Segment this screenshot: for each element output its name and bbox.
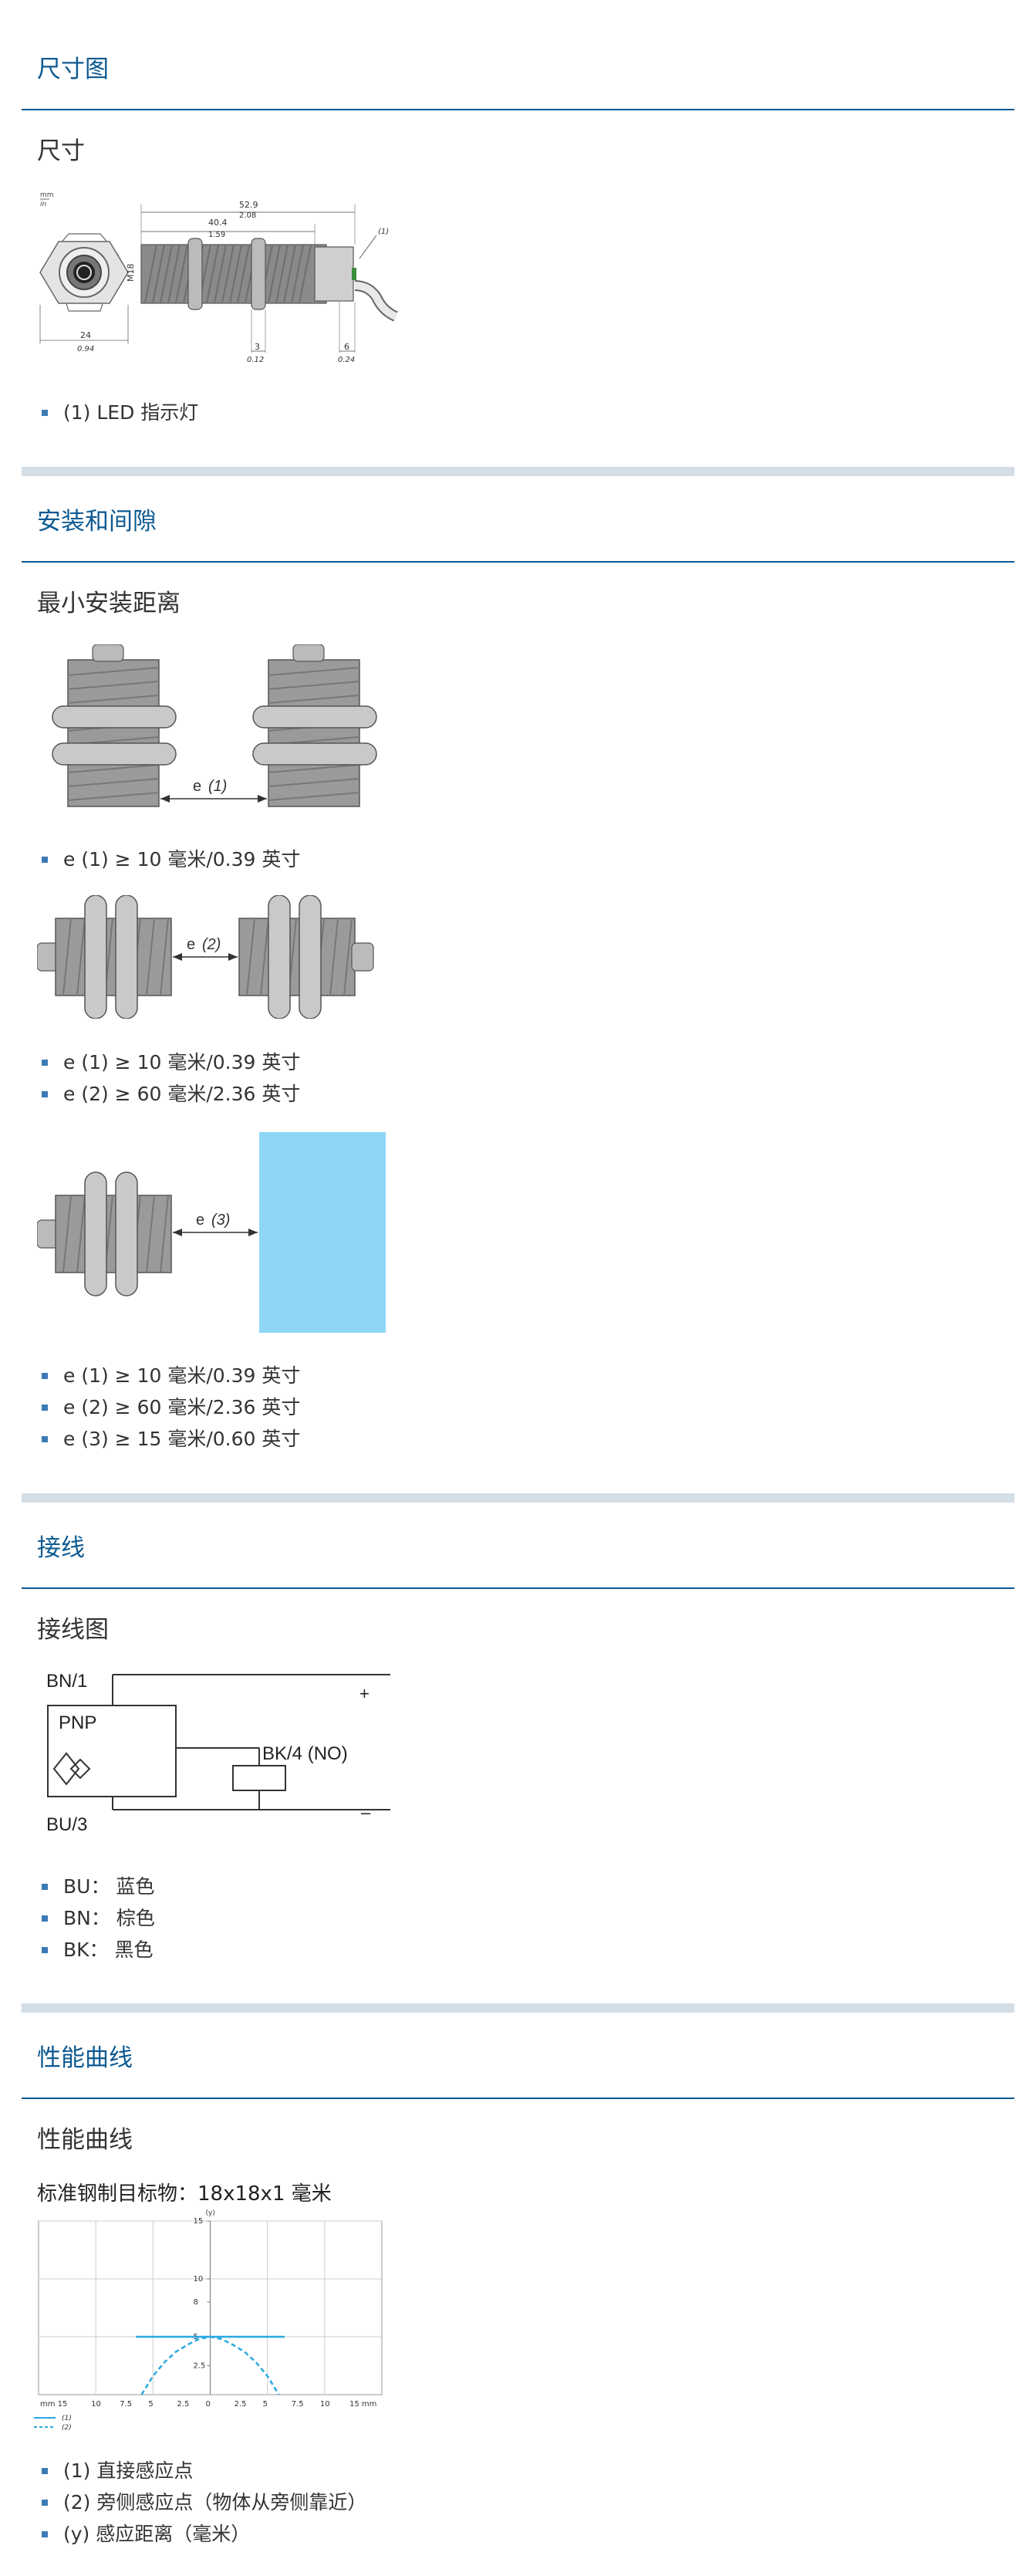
thread-label: M18 — [126, 264, 136, 282]
performance-legend: (1) 直接感应点 (2) 旁侧感应点（物体从旁侧靠近） (y) 感应距离（毫米… — [37, 2455, 366, 2550]
body-dim-mm: 40.4 — [208, 218, 228, 228]
y-tick-label: 10 — [194, 2275, 204, 2284]
x-tick-label: 10 — [320, 2400, 330, 2409]
mounting-notes-3: e (1) ≥ 10 毫米/0.39 英寸 e (2) ≥ 60 毫米/2.36… — [37, 1360, 300, 1455]
section-separator — [22, 467, 1014, 476]
section-rule — [22, 109, 1014, 110]
x-tick-label: 7.5 — [292, 2400, 304, 2409]
sensor-right — [238, 895, 374, 1019]
section-separator — [22, 2003, 1014, 2013]
section-rule — [22, 1587, 1014, 1589]
list-item: e (2) ≥ 60 毫米/2.36 英寸 — [37, 1078, 300, 1110]
y-tick-label: 2.5 — [194, 2362, 206, 2371]
x-tick-label: 5 — [148, 2400, 153, 2409]
x-tick-label: 2.5 — [235, 2400, 247, 2409]
list-item: (2) 旁侧感应点（物体从旁侧靠近） — [37, 2486, 366, 2518]
units-in-label: in — [40, 201, 47, 208]
y-axis-label: (y) — [206, 2209, 215, 2217]
load-box — [232, 1765, 286, 1791]
cap-dim-in: 0.24 — [338, 356, 355, 364]
total-dim-mm: 52.9 — [239, 200, 258, 210]
gap-ref-label: (1) — [208, 778, 227, 795]
legend-label: (1) — [62, 2415, 72, 2422]
sensor-left — [37, 895, 172, 1019]
plus-label: + — [359, 1684, 370, 1703]
gap-e-label: e — [196, 1212, 204, 1229]
total-dim-in: 2.08 — [239, 211, 256, 220]
nut-dim-mm: 3 — [255, 342, 260, 352]
wiring-diagram: BN/1 PNP BK/4 (NO) BU/3 + – — [43, 1667, 390, 1833]
x-tick-label: 2.5 — [177, 2400, 189, 2409]
y-tick-label: 15 — [194, 2217, 204, 2226]
pnp-label: PNP — [59, 1712, 96, 1733]
bn-terminal-label: BN/1 — [46, 1671, 87, 1692]
subtitle-dimensions: 尺寸 — [37, 137, 85, 165]
list-item: e (2) ≥ 60 毫米/2.36 英寸 — [37, 1391, 300, 1423]
list-item: BN： 棕色 — [37, 1902, 155, 1934]
sensor-right — [252, 644, 377, 807]
body-dim-in: 1.59 — [208, 231, 225, 239]
list-item: e (1) ≥ 10 毫米/0.39 英寸 — [37, 843, 300, 875]
x-axis-label-left: mm 15 — [40, 2400, 67, 2409]
gap-ref-label: (2) — [202, 936, 221, 953]
x-tick-label: 0 — [206, 2400, 211, 2409]
x-axis-label-right: 15 mm — [349, 2400, 376, 2409]
subtitle-wiring: 接线图 — [37, 1616, 109, 1644]
y-tick-label: 8 — [194, 2298, 198, 2307]
list-item: (y) 感应距离（毫米） — [37, 2518, 366, 2550]
x-tick-label: 5 — [263, 2400, 268, 2409]
legend-label: (2) — [62, 2424, 72, 2432]
mounting-figure-3: e (3) — [37, 1132, 392, 1333]
list-item: BU： 蓝色 — [37, 1871, 155, 1902]
section-title-mounting: 安装和间隙 — [37, 508, 157, 536]
bk-terminal-label: BK/4 (NO) — [262, 1743, 348, 1764]
hex-dim-in: 0.94 — [77, 345, 94, 353]
section-rule — [22, 561, 1014, 563]
mounting-notes-1: e (1) ≥ 10 毫米/0.39 英寸 — [37, 843, 300, 875]
gap-e-label: e — [187, 936, 195, 953]
series-line-2 — [140, 2335, 280, 2395]
minus-label: – — [361, 1803, 371, 1822]
list-item: (1) LED 指示灯 — [37, 397, 198, 428]
section-rule — [22, 2098, 1014, 2099]
section-separator — [22, 1493, 1014, 1503]
section-title-dimensions: 尺寸图 — [37, 56, 109, 83]
list-item: e (1) ≥ 10 毫米/0.39 英寸 — [37, 1360, 300, 1391]
sensor-left — [52, 644, 177, 807]
x-tick-label: 7.5 — [120, 2400, 132, 2409]
mounting-figure-1: e (1) — [45, 644, 392, 814]
metal-target — [259, 1132, 386, 1333]
dimension-drawing: mm in 24 0.94 M18 — [37, 189, 400, 374]
led-ref-label: (1) — [378, 228, 389, 236]
subtitle-mounting: 最小安装距离 — [37, 590, 181, 617]
chart-caption: 标准钢制目标物：18x18x1 毫米 — [37, 2182, 332, 2206]
list-item: (1) 直接感应点 — [37, 2455, 366, 2486]
sensor — [37, 1171, 172, 1296]
section-title-wiring: 接线 — [37, 1534, 85, 1562]
gap-ref-label: (3) — [211, 1212, 230, 1229]
bu-terminal-label: BU/3 — [46, 1814, 87, 1833]
cap-dim-mm: 6 — [344, 342, 349, 352]
mounting-figure-2: e (2) — [37, 895, 392, 1019]
section-title-performance: 性能曲线 — [37, 2044, 133, 2072]
gap-e-label: e — [193, 778, 201, 795]
nut-dim-in: 0.12 — [247, 356, 264, 364]
subtitle-performance: 性能曲线 — [37, 2126, 133, 2154]
x-tick-label: 10 — [91, 2400, 101, 2409]
units-mm-label: mm — [40, 191, 54, 199]
list-item: BK： 黑色 — [37, 1934, 155, 1966]
list-item: e (3) ≥ 15 毫米/0.60 英寸 — [37, 1423, 300, 1455]
hex-dim-mm: 24 — [80, 330, 91, 340]
mounting-notes-2: e (1) ≥ 10 毫米/0.39 英寸 e (2) ≥ 60 毫米/2.36… — [37, 1046, 300, 1110]
dimension-notes: (1) LED 指示灯 — [37, 397, 198, 428]
list-item: e (1) ≥ 10 毫米/0.39 英寸 — [37, 1046, 300, 1078]
wire-color-legend: BU： 蓝色 BN： 棕色 BK： 黑色 — [37, 1871, 155, 1966]
